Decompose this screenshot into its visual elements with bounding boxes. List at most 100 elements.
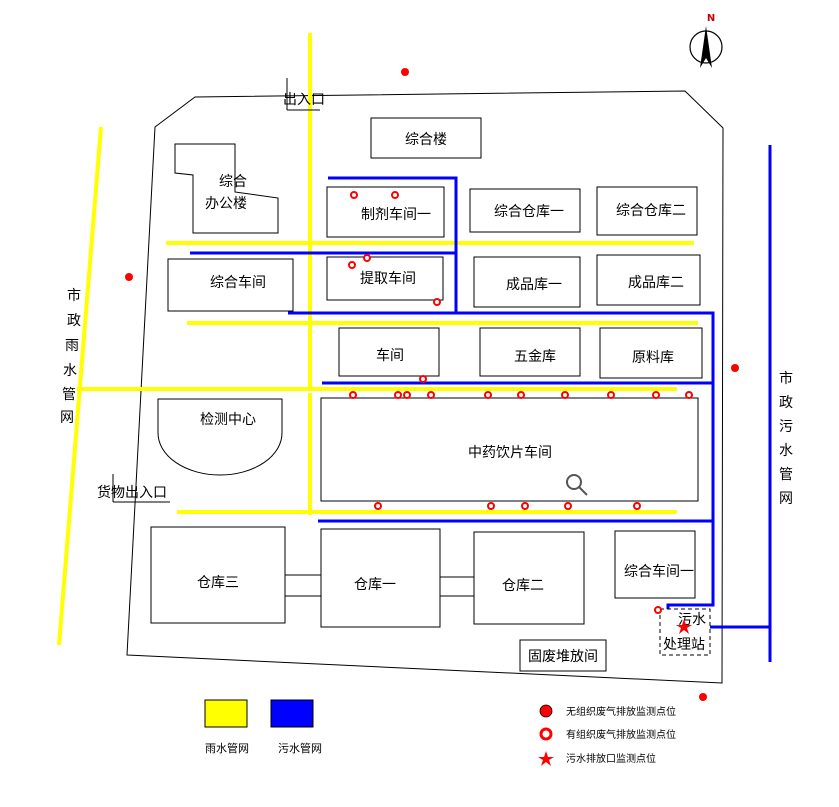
legend: 雨水管网 污水管网 无组织废气排放监测点位 有组织废气排放监测点位 污水排放口监… bbox=[204, 699, 676, 766]
hardware-store bbox=[479, 327, 581, 377]
organized-point bbox=[607, 391, 615, 399]
organized-point bbox=[374, 502, 382, 510]
extraction-workshop bbox=[326, 256, 444, 301]
raw-material-store-label: 原料库 bbox=[632, 350, 674, 366]
complex-building bbox=[370, 117, 482, 159]
organized-point bbox=[394, 391, 402, 399]
organized-point bbox=[654, 606, 662, 614]
warehouse-2 bbox=[473, 531, 585, 625]
site-boundary bbox=[126, 90, 724, 684]
connector-1-2 bbox=[439, 576, 475, 597]
north-arrow-icon: N bbox=[689, 13, 723, 68]
general-warehouse-2-label: 综合仓库二 bbox=[616, 203, 686, 219]
sewage-network-char-5: 管 bbox=[779, 467, 793, 483]
testing-center bbox=[157, 398, 283, 476]
gate-marks bbox=[112, 78, 320, 503]
general-warehouse-1 bbox=[469, 188, 581, 233]
tcm-slice-workshop bbox=[320, 397, 699, 502]
rain-network-char-2: 政 bbox=[67, 313, 81, 329]
warehouse-2-label: 仓库二 bbox=[502, 578, 544, 594]
organized-point bbox=[427, 391, 435, 399]
sewage-network-char-6: 网 bbox=[779, 491, 793, 507]
general-workshop-label: 综合车间 bbox=[210, 274, 266, 291]
tcm-slice-workshop-label: 中药饮片车间 bbox=[468, 444, 552, 461]
legend-unorganized-label: 无组织废气排放监测点位 bbox=[566, 705, 676, 718]
organized-point bbox=[633, 502, 641, 510]
unorganized-point bbox=[401, 68, 409, 76]
organized-point bbox=[521, 502, 529, 510]
product-warehouse-1-label: 成品库一 bbox=[506, 277, 562, 293]
sewage-pipe-network bbox=[190, 145, 772, 662]
workshop bbox=[338, 327, 440, 377]
product-warehouse-2-label: 成品库二 bbox=[628, 275, 684, 291]
unorganized-point bbox=[125, 273, 133, 281]
general-workshop-1-label: 综合车间一 bbox=[624, 563, 694, 580]
office-building bbox=[174, 143, 279, 234]
testing-center-label: 检测中心 bbox=[200, 412, 256, 428]
legend-sewage-outlet-label: 污水排放口监测点位 bbox=[566, 752, 656, 765]
legend-star-icon bbox=[538, 751, 554, 766]
sewage-network-char-2: 政 bbox=[779, 395, 793, 411]
connector-3-1 bbox=[284, 574, 322, 597]
unorganized-monitoring-points bbox=[125, 68, 739, 701]
organized-point bbox=[419, 375, 427, 383]
organized-point bbox=[349, 391, 357, 399]
sewage-network-char-1: 市 bbox=[779, 370, 793, 387]
warehouse-1-label: 仓库一 bbox=[354, 577, 396, 593]
organized-point bbox=[391, 191, 399, 199]
organized-monitoring-points bbox=[348, 191, 693, 614]
legend-organized-icon bbox=[539, 727, 553, 741]
sewage-network-char-4: 水 bbox=[779, 443, 793, 459]
warehouse-3-label: 仓库三 bbox=[197, 575, 239, 591]
solid-waste-room-label: 固废堆放间 bbox=[528, 649, 598, 665]
rain-network-char-1: 市 bbox=[67, 287, 81, 304]
organized-point bbox=[517, 391, 525, 399]
rain-network-char-6: 网 bbox=[60, 410, 74, 426]
legend-rain-label: 雨水管网 bbox=[205, 741, 249, 755]
general-workshop-1 bbox=[614, 530, 696, 599]
office-building-label-2: 办公楼 bbox=[205, 196, 247, 212]
organized-point bbox=[433, 298, 441, 306]
unorganized-point bbox=[699, 693, 707, 701]
organized-point bbox=[487, 502, 495, 510]
workshop-label: 车间 bbox=[376, 347, 404, 364]
magnifier-icon[interactable] bbox=[566, 474, 588, 496]
office-building-label-1: 综合 bbox=[219, 174, 247, 190]
north-label: N bbox=[707, 13, 715, 24]
general-warehouse-1-label: 综合仓库一 bbox=[494, 204, 564, 220]
hardware-store-label: 五金库 bbox=[514, 349, 556, 365]
organized-point bbox=[564, 502, 572, 510]
sewage-outlet-star-icon bbox=[676, 619, 692, 634]
rain-network-char-3: 雨 bbox=[65, 338, 79, 354]
legend-rain-swatch bbox=[204, 699, 248, 728]
prep-workshop-1 bbox=[326, 186, 445, 238]
extraction-workshop-label: 提取车间 bbox=[360, 270, 416, 287]
solid-waste-room bbox=[519, 639, 607, 672]
product-warehouse-2 bbox=[596, 254, 701, 306]
organized-point bbox=[348, 261, 356, 269]
warehouse-1 bbox=[320, 528, 441, 628]
sewage-station bbox=[659, 608, 711, 656]
prep-workshop-1-label: 制剂车间一 bbox=[361, 206, 431, 223]
complex-building-label: 综合楼 bbox=[405, 132, 447, 148]
sewage-station-label-2: 处理站 bbox=[663, 637, 705, 653]
main-gate-label: 出入口 bbox=[283, 92, 325, 108]
legend-unorganized-icon bbox=[539, 704, 553, 718]
general-workshop bbox=[167, 258, 294, 312]
unorganized-point bbox=[731, 364, 739, 372]
sewage-network-char-3: 污 bbox=[779, 419, 793, 435]
organized-point bbox=[484, 391, 492, 399]
legend-sewage-label: 污水管网 bbox=[278, 741, 322, 755]
organized-point bbox=[350, 191, 358, 199]
general-warehouse-2 bbox=[596, 186, 698, 236]
organized-point bbox=[652, 391, 660, 399]
warehouse-3 bbox=[150, 526, 286, 624]
cargo-gate-label: 货物出入口 bbox=[97, 484, 167, 501]
organized-point bbox=[403, 391, 411, 399]
organized-point bbox=[685, 391, 693, 399]
rain-network-char-5: 管 bbox=[62, 387, 76, 403]
raw-material-store bbox=[599, 327, 703, 379]
rain-network-char-4: 水 bbox=[63, 363, 77, 379]
